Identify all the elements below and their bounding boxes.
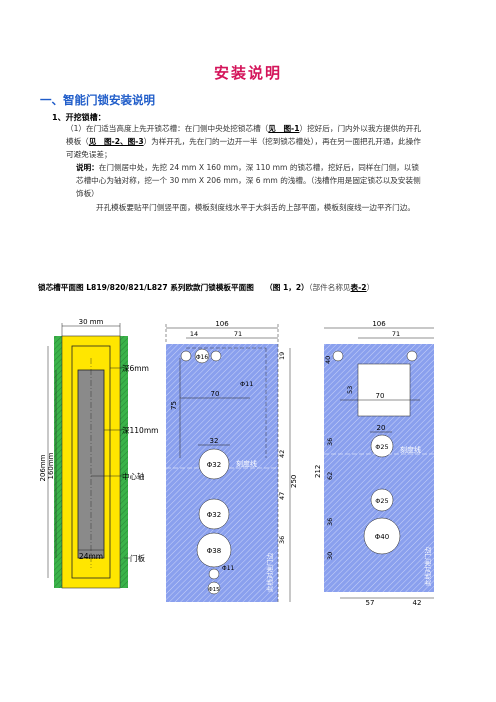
svg-text:中心轴: 中心轴	[122, 471, 145, 481]
door-edge-left	[54, 336, 62, 588]
svg-text:19: 19	[278, 352, 286, 360]
svg-text:106: 106	[215, 320, 229, 328]
svg-text:Φ15: Φ15	[208, 587, 220, 593]
svg-text:深6mm: 深6mm	[122, 364, 149, 373]
svg-text:32: 32	[210, 437, 219, 445]
page-title: 安装说明	[213, 64, 282, 82]
svg-text:Φ25: Φ25	[375, 497, 388, 505]
svg-text:Φ32: Φ32	[207, 511, 221, 519]
square-cutout	[357, 363, 411, 417]
svg-text:深110mm: 深110mm	[122, 426, 158, 435]
svg-text:36: 36	[278, 536, 286, 544]
installation-drawings: 30 mm 206mm 160mm 深6mm 深110mm 中心轴 24mm 门…	[40, 318, 434, 607]
svg-text:71: 71	[234, 330, 242, 338]
figure-1-slot: 30 mm 206mm 160mm 深6mm 深110mm 中心轴 24mm 门…	[40, 318, 158, 589]
svg-text:70: 70	[376, 392, 385, 400]
svg-text:206mm: 206mm	[40, 454, 47, 481]
paragraph-1: （1）在门适当高度上先开锁芯槽：在门侧中央处挖锁芯槽（见 图-1）挖好后，门内外…	[66, 124, 421, 160]
figure-ref-1[interactable]: 见 图-1	[268, 124, 300, 133]
svg-text:62: 62	[326, 472, 334, 480]
svg-text:40: 40	[324, 356, 332, 364]
svg-text:106: 106	[372, 320, 386, 328]
table-ref[interactable]: 表-2	[350, 283, 367, 292]
lock-core-slot	[77, 369, 105, 559]
svg-text:47: 47	[278, 492, 286, 500]
figure-3-template: 106 71 40 53 70 20 Φ25 刻度线 36 212 62 36 …	[314, 320, 434, 607]
svg-text:此线对准门边: 此线对准门边	[265, 553, 274, 593]
note-label: 说明：	[76, 163, 99, 172]
paragraph-3: 开孔模板要贴平门侧竖平面，模板刻度线水平于大斜舌的上部平面，模板刻度线一边平齐门…	[96, 203, 415, 212]
figure-caption: 锁芯槽平面图 L819/820/821/L827 系列欧款门锁模板平面图 （图 …	[38, 283, 375, 292]
svg-text:Φ11: Φ11	[240, 380, 253, 388]
svg-text:20: 20	[377, 424, 386, 432]
svg-text:160mm: 160mm	[47, 452, 55, 479]
svg-text:刻度线: 刻度线	[236, 459, 257, 468]
svg-text:30: 30	[326, 552, 334, 560]
svg-text:刻度线: 刻度线	[400, 445, 421, 454]
svg-text:Φ40: Φ40	[375, 533, 389, 541]
svg-text:57: 57	[366, 599, 375, 607]
svg-text:30 mm: 30 mm	[79, 318, 104, 326]
section-heading: 一、智能门锁安装说明	[40, 93, 155, 107]
svg-text:Φ32: Φ32	[207, 461, 221, 469]
svg-text:Φ16: Φ16	[196, 354, 209, 361]
svg-text:14: 14	[190, 330, 198, 338]
svg-text:42: 42	[278, 450, 286, 458]
svg-text:Φ11: Φ11	[222, 565, 235, 572]
svg-text:42: 42	[413, 599, 422, 607]
svg-text:36: 36	[326, 518, 334, 526]
svg-text:71: 71	[392, 330, 400, 338]
svg-text:此线对准门边: 此线对准门边	[423, 547, 432, 587]
svg-text:250: 250	[290, 475, 298, 488]
svg-text:Φ38: Φ38	[207, 547, 221, 555]
paragraph-note: 说明：在门侧居中处，先挖 24 mm X 160 mm，深 110 mm 的锁芯…	[76, 163, 421, 199]
svg-text:门板: 门板	[130, 553, 145, 563]
svg-text:212: 212	[314, 465, 322, 478]
svg-text:24mm: 24mm	[79, 552, 103, 561]
svg-text:36: 36	[326, 438, 334, 446]
figure-ref-2-3[interactable]: 见 图-2、图-3	[88, 137, 144, 147]
step-heading: 1、开挖锁槽：	[52, 113, 106, 122]
door-edge-right	[120, 336, 128, 588]
svg-text:Φ25: Φ25	[375, 443, 388, 451]
svg-text:70: 70	[211, 390, 220, 398]
svg-text:75: 75	[170, 401, 178, 410]
svg-text:53: 53	[346, 386, 354, 394]
figure-2-template: 106 14 71 19 Φ16 Φ11 70 75 32 Φ32 刻度线 25…	[165, 320, 298, 602]
